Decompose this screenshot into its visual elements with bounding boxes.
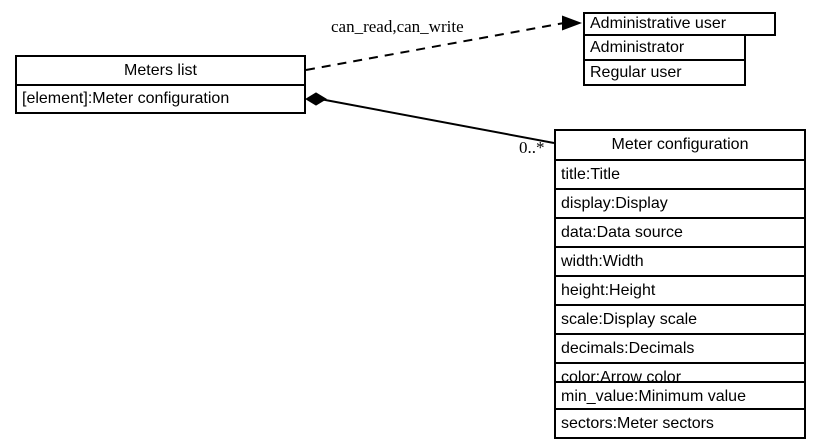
class-title-meter-configuration: Meter configuration <box>554 129 806 161</box>
edge-label-multiplicity: 0..* <box>519 138 545 157</box>
class-attribute-row: display:Display <box>554 188 806 219</box>
class-attribute-row: decimals:Decimals <box>554 333 806 364</box>
class-attribute-row: scale:Display scale <box>554 304 806 335</box>
class-attribute-row: [element]:Meter configuration <box>15 84 306 114</box>
edge-composition-line <box>319 98 555 144</box>
class-attribute-row: data:Data source <box>554 217 806 248</box>
class-attribute-row: sectors:Meter sectors <box>554 408 806 439</box>
class-title-administrative-user: Administrative user <box>583 12 776 36</box>
class-attribute-row: width:Width <box>554 246 806 277</box>
class-attribute-row: Regular user <box>583 59 746 86</box>
edge-composition <box>305 92 555 144</box>
open-arrow-icon <box>562 15 582 31</box>
class-attribute-row: title:Title <box>554 159 806 190</box>
class-attribute-row: Administrator <box>583 34 746 61</box>
class-attribute-row: height:Height <box>554 275 806 306</box>
edge-label-permission: can_read,can_write <box>331 17 464 36</box>
class-title-meters-list: Meters list <box>15 55 306 86</box>
filled-diamond-icon <box>305 92 327 106</box>
